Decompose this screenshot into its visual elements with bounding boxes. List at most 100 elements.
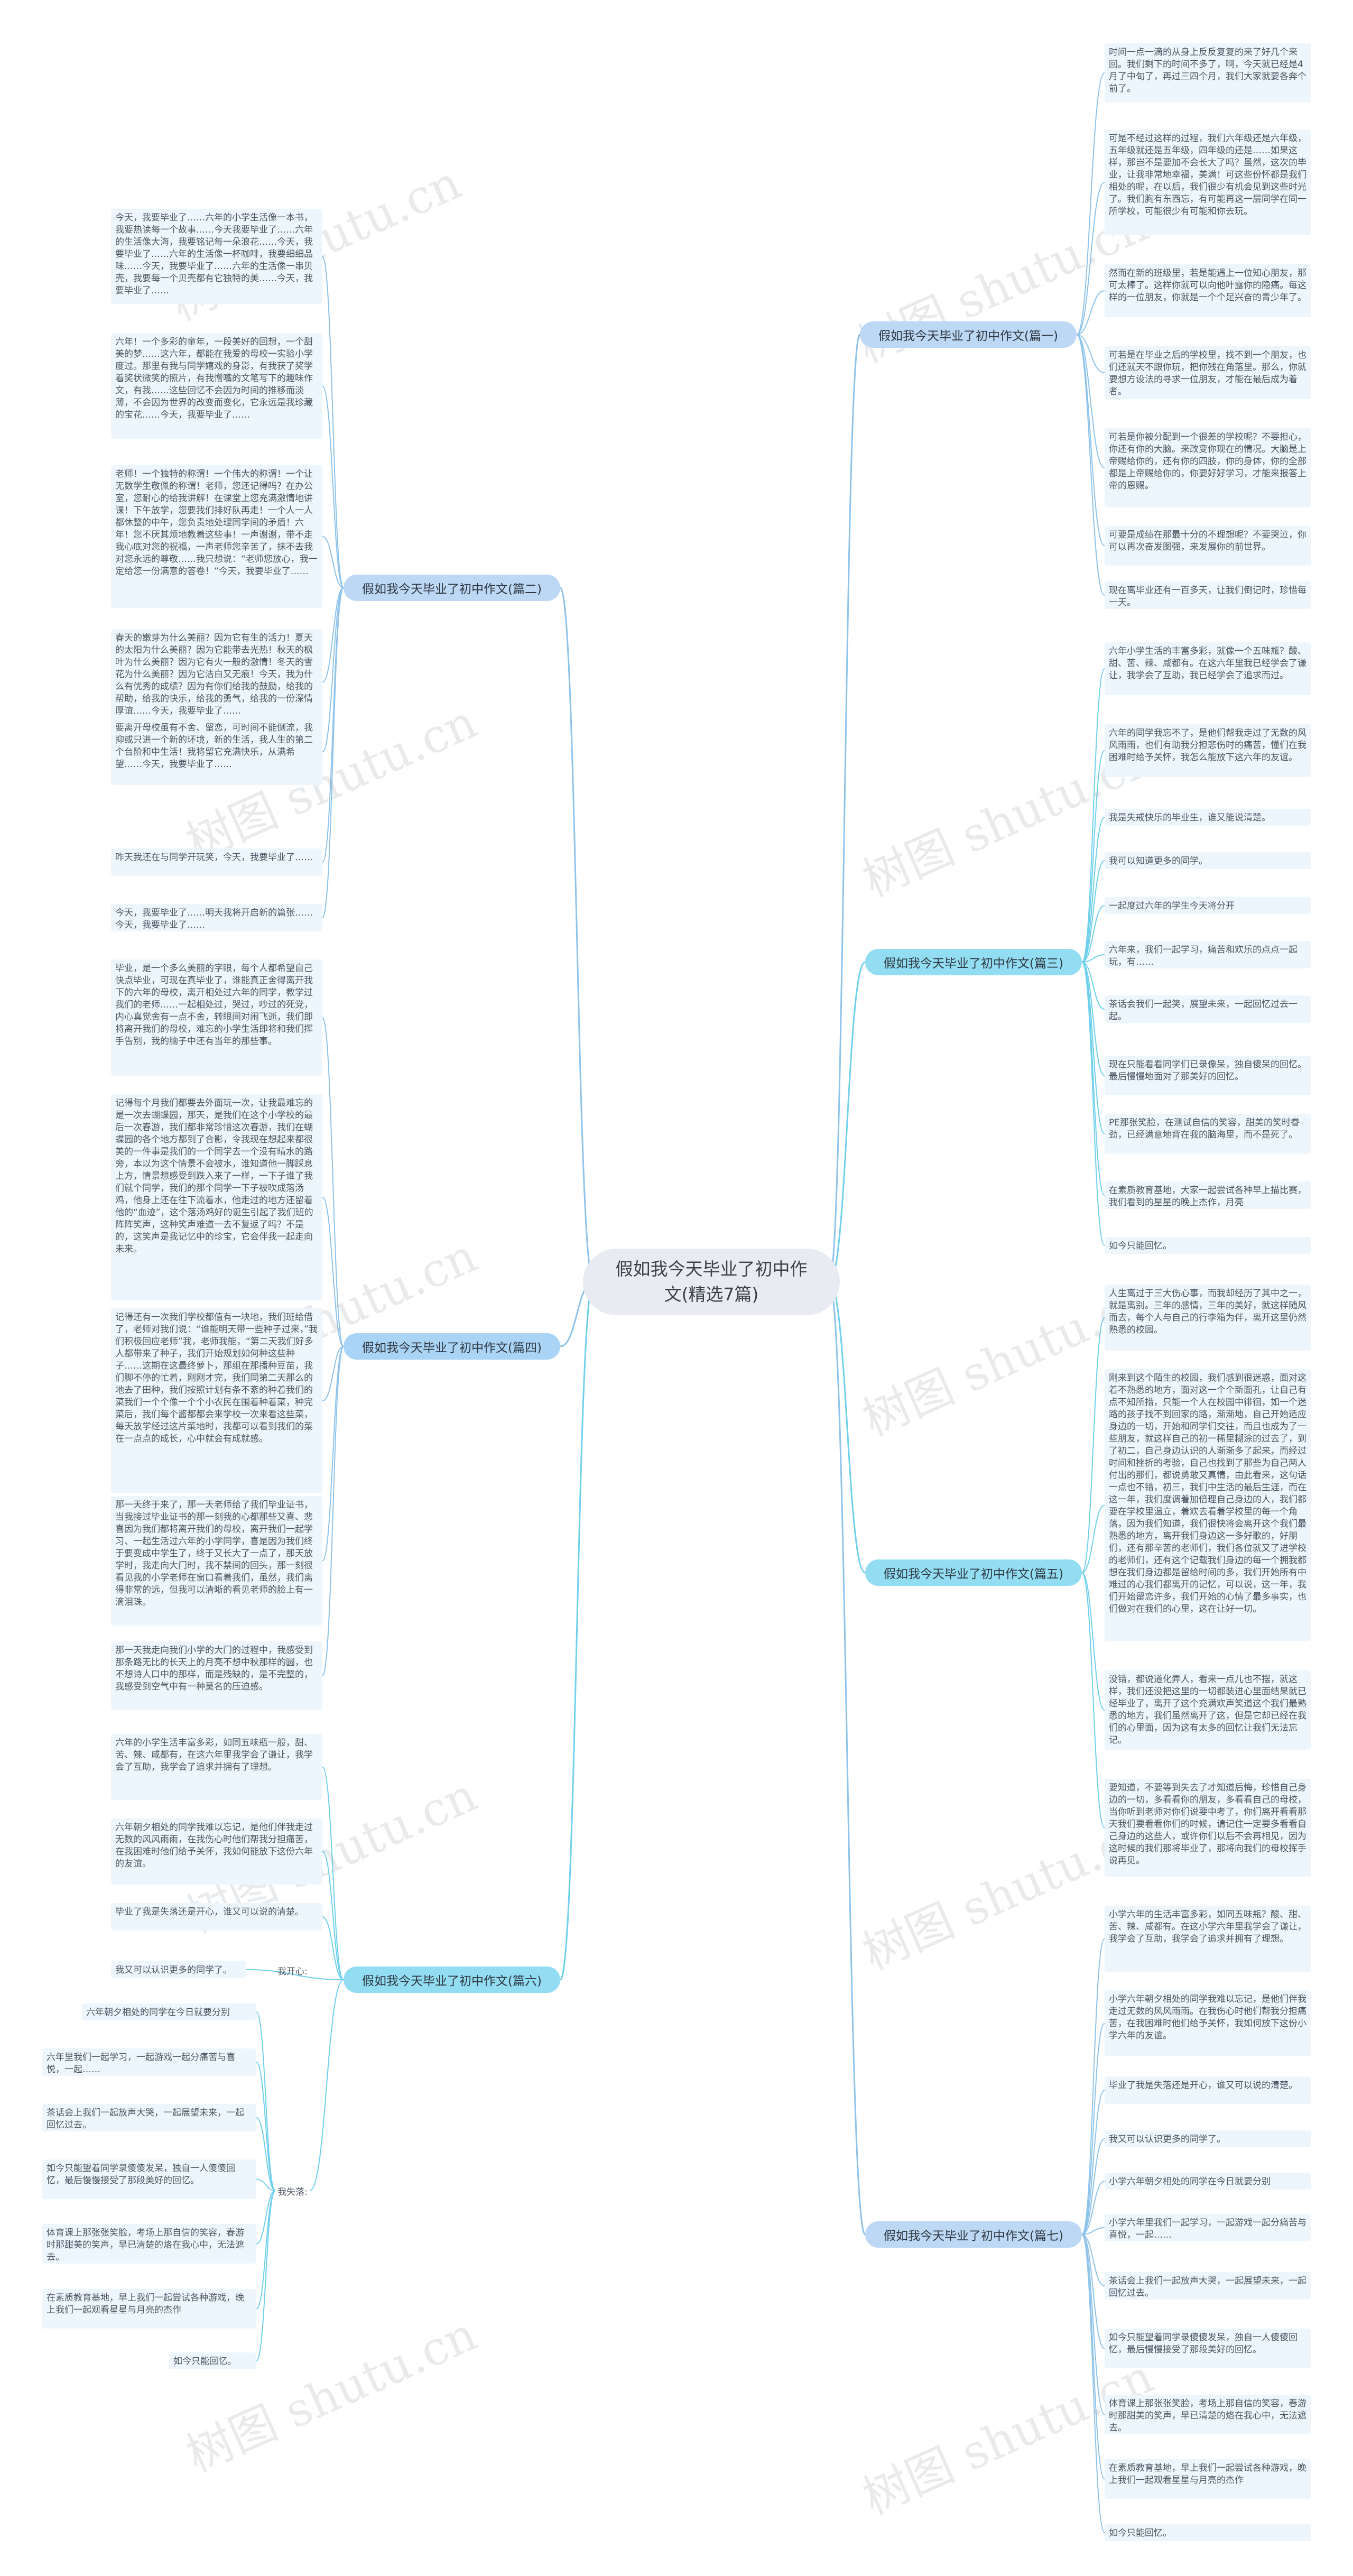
leaf-p1: 可要是成绩在那最十分的不理想呢？不要哭泣，你可以再次奋发图强，来发展你的前世界。: [1105, 526, 1311, 566]
central-topic[interactable]: 假如我今天毕业了初中作文(精选7篇): [583, 1249, 840, 1315]
branch-p2[interactable]: 假如我今天毕业了初中作文(篇二): [344, 575, 560, 601]
leaf-p3: PE那张笑脸，在测试自信的笑容，甜美的笑时眷劲，已经满意地背在我的脑海里，而不是…: [1105, 1114, 1311, 1153]
connector-line: [1081, 962, 1105, 1246]
branch-p5[interactable]: 假如我今天毕业了初中作文(篇五): [865, 1559, 1082, 1586]
leaf-p2: 今天，我要毕业了……明天我将开启新的篇张……今天，我要毕业了……: [111, 904, 322, 931]
branch-p6[interactable]: 假如我今天毕业了初中作文(篇六): [344, 1966, 560, 1993]
branch-label: 假如我今天毕业了初中作文(篇五): [884, 1567, 1063, 1581]
connector-line: [1081, 2023, 1105, 2235]
connector-line: [322, 536, 344, 588]
leaf-p2: 春天的嫩芽为什么美丽？因为它有生的活力！夏天的太阳为什么美丽？因为它能带去光热！…: [111, 629, 322, 735]
connector-line: [322, 385, 344, 588]
branch-label: 假如我今天毕业了初中作文(篇二): [362, 583, 542, 596]
leaf-p5: 要知道，不要等到失去了才知道后悔，珍惜自己身边的一切，多看看你的朋友，多看看自己…: [1105, 1779, 1311, 1877]
leaf-p6-sub: 六年里我们一起学习，一起游戏一起分痛苦与喜悦，一起……: [42, 2048, 256, 2076]
branch-label: 假如我今天毕业了初中作文(篇七): [884, 2229, 1063, 2243]
leaf-p4: 记得每个月我们都要去外面玩一次，让我最难忘的是一次去蝴蝶园，那天，是我们在这个小…: [111, 1094, 322, 1300]
connector-line: [322, 1346, 344, 1562]
leaf-p3: 我是失戒快乐的毕业生，谁又能说清楚。: [1105, 809, 1311, 826]
connector-line: [1081, 1572, 1105, 1829]
leaf-p4: 那一天我走向我们小学的大门的过程中，我感受到那条路无比的长天上的月亮不想中秋那样…: [111, 1641, 322, 1710]
leaf-p6: 我又可以认识更多的同学了。: [111, 1961, 246, 1978]
leaf-p3: 我可以知道更多的同学。: [1105, 852, 1311, 869]
leaf-p6-sub: 如今只能回忆。: [169, 2352, 256, 2369]
leaf-p7: 小学六年朝夕相处的同学我难以忘记，是他们伴我走过无数的风风雨雨。在我伤心时他们帮…: [1105, 1990, 1311, 2056]
branch-p3[interactable]: 假如我今天毕业了初中作文(篇三): [865, 949, 1082, 975]
connector-line: [1076, 334, 1105, 596]
connector-line: [1076, 334, 1105, 468]
connector-line: [1081, 1504, 1105, 1573]
sublabel-happy: 我开心:: [277, 1966, 308, 1977]
branch-label: 假如我今天毕业了初中作文(篇一): [878, 329, 1058, 343]
branch-p7[interactable]: 假如我今天毕业了初中作文(篇七): [865, 2221, 1082, 2248]
connector-line: [256, 2190, 276, 2310]
connector-line: [1081, 668, 1105, 963]
connector-line: [829, 961, 866, 1283]
connector-line: [1081, 962, 1105, 1010]
connector-line: [1081, 2234, 1105, 2415]
leaf-p7: 体育课上那张张笑脸，考场上那自信的笑容，春游时那甜美的笑声，早已清楚的烙在我心中…: [1105, 2395, 1311, 2434]
connector-line: [256, 2011, 276, 2191]
leaf-p4: 记得还有一次我们学校都值有一块地，我们班给借了，老师对我们说：“谁能明天带一些种…: [111, 1308, 322, 1493]
connector-line: [322, 1346, 344, 1401]
leaf-p2: 今天，我要毕业了……六年的小学生活像一本书，我要热读每一个故事……今天我要毕业了…: [111, 209, 322, 304]
connector-line: [256, 2190, 276, 2245]
connector-line: [1076, 334, 1105, 373]
connector-line: [256, 2062, 276, 2191]
connector-line: [1081, 817, 1105, 963]
connector-line: [1081, 962, 1105, 1196]
leaf-p2: 昨天我还在与同学开玩笑，今天，我要毕业了……: [111, 848, 322, 876]
connector-line: [829, 1281, 866, 1574]
connector-line: [1076, 290, 1105, 335]
leaf-p2: 老师！一个独特的称谓！一个伟大的称谓！一个让无数学生敬佩的称谓！老师，您还记得吗…: [111, 465, 322, 608]
connector-line: [256, 2117, 276, 2191]
leaf-p1: 可若是你被分配到一个很差的学校呢？不要担心，你还有你的大脑。来改变你现在的情况。…: [1105, 428, 1311, 507]
connector-line: [256, 2190, 276, 2361]
connector-line: [322, 1916, 344, 1980]
central-topic-label: 假如我今天毕业了初中作文(精选7篇): [615, 1259, 808, 1305]
leaf-p1: 可若是在毕业之后的学校里，找不到一个朋友，也们还就天不跟你玩，把你残在角落里。那…: [1105, 346, 1311, 399]
connector-line: [322, 587, 344, 753]
connector-line: [559, 587, 595, 1283]
connector-line: [256, 2178, 276, 2191]
connector-line: [828, 1281, 866, 2236]
leaf-p2: 要离开母校虽有不舍、留恋，可时间不能倒流，我抑或只进一个新的环境，新的生活，我人…: [111, 719, 322, 785]
leaf-p6-sub: 茶话会上我们一起放声大哭，一起展望未来，一起回忆过去。: [42, 2104, 256, 2131]
leaf-p3: 茶话会我们一起笑，展望未来，一起回忆过去一起。: [1105, 995, 1311, 1023]
leaf-p3: 现在只能看看同学们已录像呆，独自傻呆的回忆。最后慢慢地面对了那美好的回忆。: [1105, 1056, 1311, 1095]
leaf-p7: 茶话会上我们一起放声大哭，一起展望未来，一起回忆过去。: [1105, 2272, 1311, 2300]
connector-line: [322, 1346, 344, 1676]
branch-label: 假如我今天毕业了初中作文(篇四): [362, 1341, 542, 1355]
leaf-p4: 那一天终于来了，那一天老师给了我们毕业证书，当我接过毕业证书的那一刻我的心都那些…: [111, 1496, 322, 1626]
connector-line: [322, 1766, 344, 1980]
connector-line: [1081, 1317, 1105, 1573]
branch-p1[interactable]: 假如我今天毕业了初中作文(篇一): [860, 321, 1077, 348]
connector-line: [322, 587, 344, 863]
connector-line: [322, 1197, 344, 1347]
leaf-p7: 毕业了我是失落还是开心，谁又可以说的清楚。: [1105, 2076, 1311, 2104]
connector-line: [1081, 2090, 1105, 2235]
connector-line: [1076, 334, 1105, 547]
connector-line: [322, 1851, 344, 1980]
branch-label: 假如我今天毕业了初中作文(篇三): [884, 957, 1063, 971]
connector-line: [1081, 1938, 1105, 2235]
leaf-p3: 六年小学生活的丰富多彩，就像一个五味瓶？酸、甜、苦、辣、咸都有。在这六年里我已经…: [1105, 642, 1311, 695]
leaf-p7: 小学六年的生活丰富多彩，如同五味瓶？酸、甜、苦、辣、咸都有。在这小学六年里我学会…: [1105, 1906, 1311, 1972]
leaf-p6: 毕业了我是失落还是开心，谁又可以说的清楚。: [111, 1903, 322, 1931]
connector-line: [1076, 72, 1105, 335]
leaf-p1: 可是不经过这样的过程，我们六年级还是六年级，五年级就还是五年级，四年级的还是………: [1105, 130, 1311, 235]
leaf-p3: 一起度过六年的学生今天将分开: [1105, 897, 1311, 914]
leaf-p6: 六年的小学生活丰富多彩，如同五味瓶一般，甜、苦、辣、咸都有，在这六年里我学会了谦…: [111, 1734, 322, 1800]
branch-p4[interactable]: 假如我今天毕业了初中作文(篇四): [344, 1333, 560, 1360]
connector-line: [828, 334, 861, 1283]
connector-line: [1081, 2234, 1105, 2286]
connector-line: [1081, 2234, 1105, 2533]
connector-line: [1081, 2234, 1105, 2480]
connector-line: [1081, 2138, 1105, 2235]
leaf-p1: 时间一点一滴的从身上反反复复的来了好几个来回。我们剩下的时间不多了，啊，今天就已…: [1105, 43, 1311, 103]
leaf-p6-sub: 在素质教育基地，早上我们一起尝试各种游戏，晚上我们一起观看星星与月亮的杰作: [42, 2289, 256, 2329]
leaf-p4: 毕业，是一个多么美丽的字眼，每个人都希望自己快点毕业，可现在真毕业了，谁能真正舍…: [111, 959, 322, 1076]
leaf-p3: 在素质教育基地，大家一起尝试各种早上描比赛，我们看到的星星的晚上杰作，月亮: [1105, 1181, 1311, 1209]
leaf-p7: 小学六年里我们一起学习，一起游戏一起分痛苦与喜悦，一起……: [1105, 2214, 1311, 2241]
